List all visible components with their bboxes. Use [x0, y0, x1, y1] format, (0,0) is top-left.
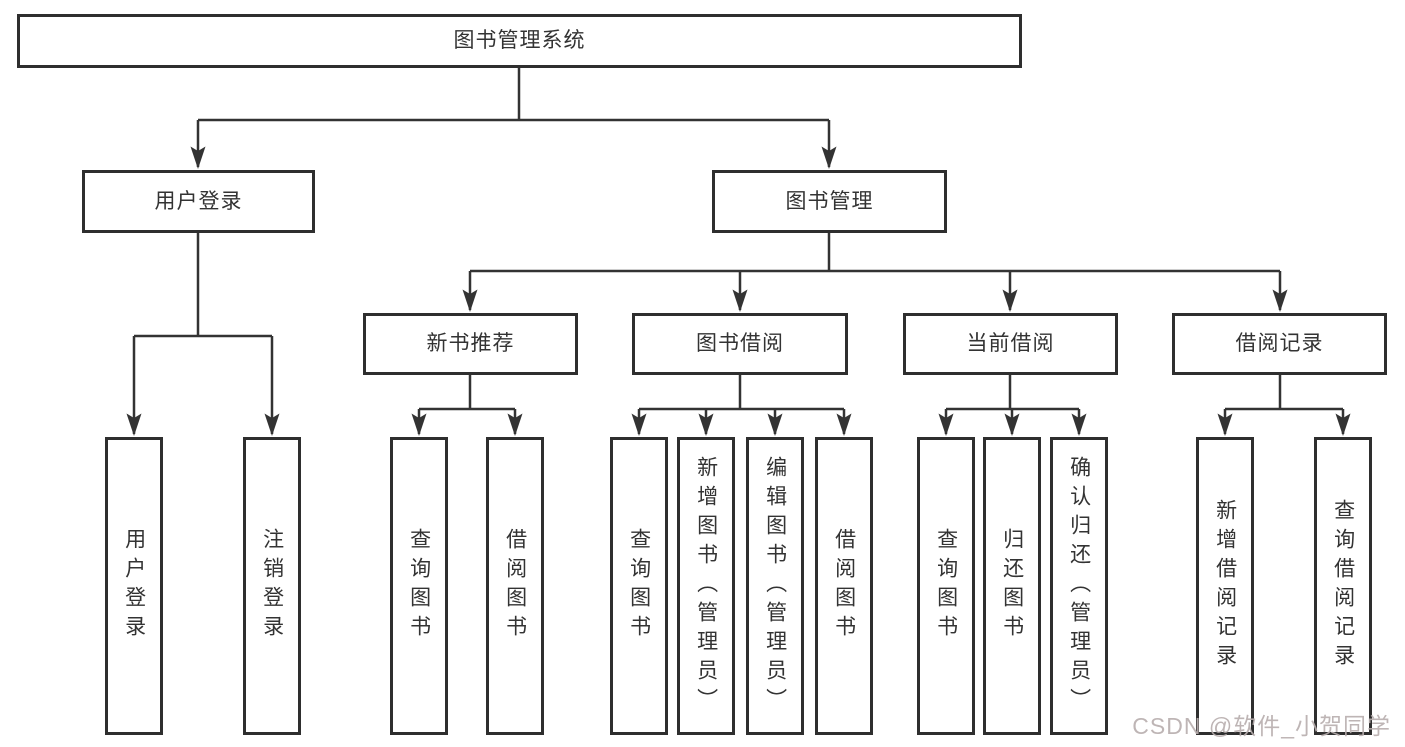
node-label: 归还图书 [1000, 528, 1024, 644]
node-new-book-recommend: 新书推荐 [363, 313, 578, 375]
node-bb-query-books: 查询图书 [610, 437, 668, 735]
node-label: 当前借阅 [966, 332, 1055, 356]
node-bb-add-books-admin: 新增图书（管理员） [677, 437, 735, 735]
node-label: 查询借阅记录 [1331, 499, 1355, 673]
node-label: 借阅记录 [1235, 332, 1324, 356]
node-label: 确认归还（管理员） [1067, 455, 1091, 717]
node-logout: 注销登录 [243, 437, 301, 735]
node-cb-confirm-return-admin: 确认归还（管理员） [1050, 437, 1108, 735]
node-label: 新增借阅记录 [1213, 499, 1237, 673]
node-label: 图书管理 [785, 189, 874, 213]
node-user-login: 用户登录 [105, 437, 163, 735]
node-br-add-record: 新增借阅记录 [1196, 437, 1254, 735]
node-label: 借阅图书 [832, 528, 856, 644]
node-book-management: 图书管理 [712, 170, 947, 233]
node-label: 注销登录 [260, 528, 284, 644]
node-book-borrow: 图书借阅 [632, 313, 848, 375]
node-nb-query-books: 查询图书 [390, 437, 448, 735]
node-label: 新增图书（管理员） [694, 455, 718, 717]
node-label: 查询图书 [627, 528, 651, 644]
node-current-borrow: 当前借阅 [903, 313, 1118, 375]
node-label: 图书借阅 [696, 332, 784, 356]
node-borrow-records: 借阅记录 [1172, 313, 1387, 375]
node-cb-return-books: 归还图书 [983, 437, 1041, 735]
node-label: 借阅图书 [503, 528, 527, 644]
node-label: 新书推荐 [426, 332, 515, 356]
node-label: 查询图书 [934, 528, 958, 644]
node-nb-borrow-books: 借阅图书 [486, 437, 544, 735]
node-bb-edit-books-admin: 编辑图书（管理员） [746, 437, 804, 735]
node-label: 编辑图书（管理员） [763, 455, 787, 717]
node-bb-borrow-books: 借阅图书 [815, 437, 873, 735]
node-br-query-record: 查询借阅记录 [1314, 437, 1372, 735]
node-library-management-system: 图书管理系统 [17, 14, 1022, 68]
node-cb-query-books: 查询图书 [917, 437, 975, 735]
csdn-watermark: CSDN @软件_小贺同学 [1132, 713, 1391, 739]
node-label: 图书管理系统 [453, 29, 586, 53]
node-label: 用户登录 [122, 528, 146, 644]
node-label: 用户登录 [154, 189, 243, 213]
node-user-login-group: 用户登录 [82, 170, 315, 233]
node-label: 查询图书 [407, 528, 431, 644]
